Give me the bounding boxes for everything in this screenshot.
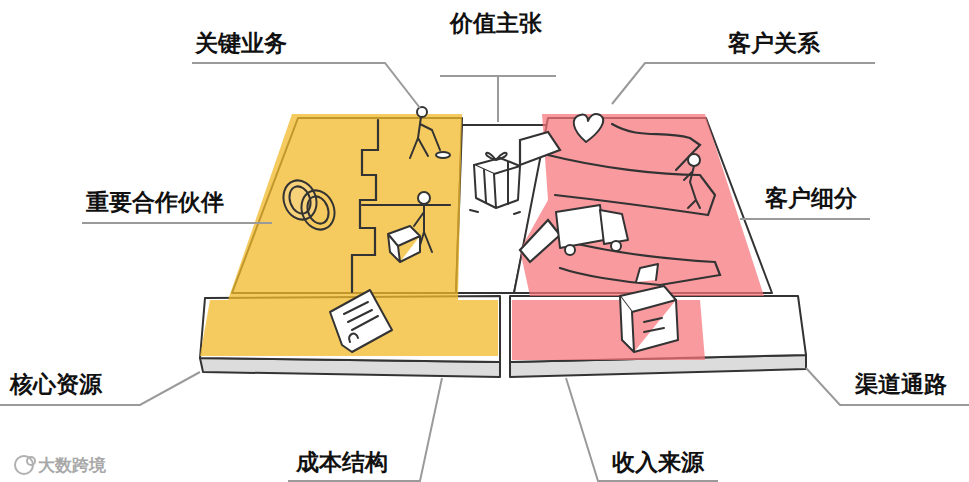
callout-label: 价值主张: [450, 11, 542, 36]
worker-figure: [410, 107, 450, 158]
callout-label: 核心资源: [10, 372, 102, 397]
watermark-logo: [15, 456, 35, 474]
callout-label: 客户细分: [765, 186, 857, 211]
leader-lines: [0, 63, 969, 481]
callout-label: 收入来源: [612, 450, 704, 475]
yellow-wash: [228, 114, 462, 300]
flow-arrow: [548, 155, 715, 215]
revenue-register: [620, 264, 678, 352]
pink-wash: [520, 114, 764, 296]
resource-figure: [388, 192, 432, 262]
watermark: 大数跨境: [38, 456, 106, 475]
relation-heart: [574, 114, 603, 142]
callout-label: 关键业务: [195, 31, 287, 56]
customer-figure: [684, 154, 700, 208]
partner-rings: [278, 176, 340, 235]
callout-label: 渠道通路: [855, 372, 947, 397]
callout-label: 客户关系: [728, 31, 820, 56]
callout-label: 成本结构: [296, 450, 388, 475]
value-gift: [470, 153, 520, 214]
channel-arrow: [520, 132, 560, 165]
callout-label: 重要合作伙伴: [86, 190, 224, 215]
flow-arrow: [560, 240, 720, 285]
channel-arrow: [520, 220, 560, 262]
divider-line: [362, 204, 450, 206]
cost-receipt: [330, 290, 392, 352]
channel-trucks: [556, 205, 628, 255]
relation-arrow: [612, 124, 700, 170]
